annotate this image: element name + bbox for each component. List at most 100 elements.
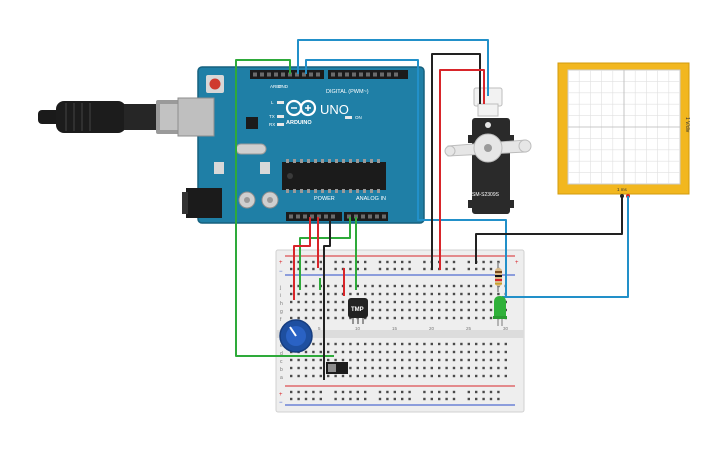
breadboard-hole[interactable] bbox=[319, 342, 322, 346]
breadboard-hole[interactable] bbox=[467, 358, 470, 362]
breadboard-hole[interactable] bbox=[452, 342, 456, 346]
rail-hole[interactable] bbox=[334, 260, 337, 264]
breadboard-hole[interactable] bbox=[334, 342, 337, 346]
breadboard-hole[interactable] bbox=[467, 308, 470, 312]
slide-switch-knob[interactable] bbox=[328, 364, 336, 372]
breadboard-hole[interactable] bbox=[327, 292, 330, 296]
breadboard-hole[interactable] bbox=[489, 366, 493, 370]
rail-hole[interactable] bbox=[334, 267, 337, 271]
breadboard-hole[interactable] bbox=[423, 350, 426, 354]
breadboard-hole[interactable] bbox=[364, 316, 367, 320]
breadboard-hole[interactable] bbox=[393, 308, 396, 312]
breadboard-hole[interactable] bbox=[349, 316, 352, 320]
breadboard-hole[interactable] bbox=[460, 374, 463, 378]
breadboard-hole[interactable] bbox=[312, 308, 315, 312]
breadboard-hole[interactable] bbox=[327, 284, 330, 288]
breadboard-hole[interactable] bbox=[452, 316, 456, 320]
breadboard-hole[interactable] bbox=[290, 366, 293, 370]
breadboard-hole[interactable] bbox=[445, 342, 448, 346]
breadboard-hole[interactable] bbox=[430, 350, 433, 354]
breadboard-hole[interactable] bbox=[408, 316, 411, 320]
rail-hole[interactable] bbox=[364, 390, 367, 394]
rail-hole[interactable] bbox=[341, 397, 345, 401]
slide-switch[interactable] bbox=[326, 362, 348, 374]
breadboard-hole[interactable] bbox=[467, 366, 470, 370]
breadboard-hole[interactable] bbox=[467, 284, 470, 288]
breadboard-hole[interactable] bbox=[393, 366, 396, 370]
breadboard-hole[interactable] bbox=[319, 308, 322, 312]
breadboard-hole[interactable] bbox=[341, 300, 345, 304]
rail-hole[interactable] bbox=[423, 260, 426, 264]
breadboard-hole[interactable] bbox=[319, 366, 322, 370]
breadboard-hole[interactable] bbox=[438, 316, 441, 320]
breadboard-hole[interactable] bbox=[327, 358, 330, 362]
breadboard-hole[interactable] bbox=[327, 350, 330, 354]
breadboard-hole[interactable] bbox=[452, 358, 456, 362]
breadboard-hole[interactable] bbox=[445, 366, 448, 370]
breadboard-hole[interactable] bbox=[497, 292, 500, 296]
breadboard-hole[interactable] bbox=[475, 316, 478, 320]
breadboard-hole[interactable] bbox=[371, 292, 374, 296]
rail-hole[interactable] bbox=[304, 267, 308, 271]
breadboard-hole[interactable] bbox=[445, 374, 448, 378]
breadboard-hole[interactable] bbox=[460, 284, 463, 288]
breadboard-hole[interactable] bbox=[482, 374, 485, 378]
rail-hole[interactable] bbox=[497, 390, 500, 394]
rail-hole[interactable] bbox=[467, 267, 470, 271]
breadboard-hole[interactable] bbox=[482, 284, 485, 288]
breadboard-hole[interactable] bbox=[401, 316, 404, 320]
breadboard-hole[interactable] bbox=[489, 292, 493, 296]
breadboard-hole[interactable] bbox=[452, 300, 456, 304]
rail-hole[interactable] bbox=[364, 397, 367, 401]
breadboard-hole[interactable] bbox=[401, 374, 404, 378]
breadboard-hole[interactable] bbox=[386, 284, 389, 288]
breadboard-hole[interactable] bbox=[341, 342, 345, 346]
breadboard-hole[interactable] bbox=[415, 300, 419, 304]
breadboard-hole[interactable] bbox=[378, 366, 382, 370]
breadboard-hole[interactable] bbox=[423, 308, 426, 312]
breadboard-hole[interactable] bbox=[430, 300, 433, 304]
breadboard-hole[interactable] bbox=[371, 342, 374, 346]
rail-hole[interactable] bbox=[497, 397, 500, 401]
rail-hole[interactable] bbox=[290, 390, 293, 394]
rail-hole[interactable] bbox=[445, 260, 448, 264]
rail-hole[interactable] bbox=[408, 390, 411, 394]
breadboard-hole[interactable] bbox=[378, 316, 382, 320]
rail-hole[interactable] bbox=[423, 390, 426, 394]
breadboard-hole[interactable] bbox=[356, 358, 359, 362]
breadboard-hole[interactable] bbox=[371, 358, 374, 362]
rail-hole[interactable] bbox=[319, 260, 322, 264]
rail-hole[interactable] bbox=[445, 397, 448, 401]
breadboard-hole[interactable] bbox=[423, 374, 426, 378]
breadboard-hole[interactable] bbox=[290, 308, 293, 312]
breadboard-hole[interactable] bbox=[297, 366, 300, 370]
breadboard-hole[interactable] bbox=[438, 366, 441, 370]
breadboard-hole[interactable] bbox=[334, 350, 337, 354]
breadboard-hole[interactable] bbox=[393, 316, 396, 320]
breadboard-hole[interactable] bbox=[297, 316, 300, 320]
breadboard-hole[interactable] bbox=[415, 308, 419, 312]
breadboard-hole[interactable] bbox=[408, 342, 411, 346]
breadboard-hole[interactable] bbox=[334, 284, 337, 288]
breadboard-hole[interactable] bbox=[467, 342, 470, 346]
breadboard-hole[interactable] bbox=[460, 308, 463, 312]
rail-hole[interactable] bbox=[304, 390, 308, 394]
breadboard-hole[interactable] bbox=[497, 350, 500, 354]
breadboard-hole[interactable] bbox=[497, 366, 500, 370]
breadboard-hole[interactable] bbox=[401, 300, 404, 304]
breadboard-hole[interactable] bbox=[364, 358, 367, 362]
breadboard-hole[interactable] bbox=[482, 292, 485, 296]
rail-hole[interactable] bbox=[297, 260, 300, 264]
breadboard-hole[interactable] bbox=[341, 374, 345, 378]
breadboard-hole[interactable] bbox=[341, 350, 345, 354]
rail-hole[interactable] bbox=[349, 267, 352, 271]
breadboard-hole[interactable] bbox=[489, 374, 493, 378]
breadboard-hole[interactable] bbox=[445, 292, 448, 296]
breadboard-hole[interactable] bbox=[408, 292, 411, 296]
breadboard-hole[interactable] bbox=[452, 308, 456, 312]
rail-hole[interactable] bbox=[430, 390, 433, 394]
rail-hole[interactable] bbox=[475, 267, 478, 271]
breadboard-hole[interactable] bbox=[415, 350, 419, 354]
breadboard-hole[interactable] bbox=[371, 284, 374, 288]
breadboard-hole[interactable] bbox=[438, 374, 441, 378]
